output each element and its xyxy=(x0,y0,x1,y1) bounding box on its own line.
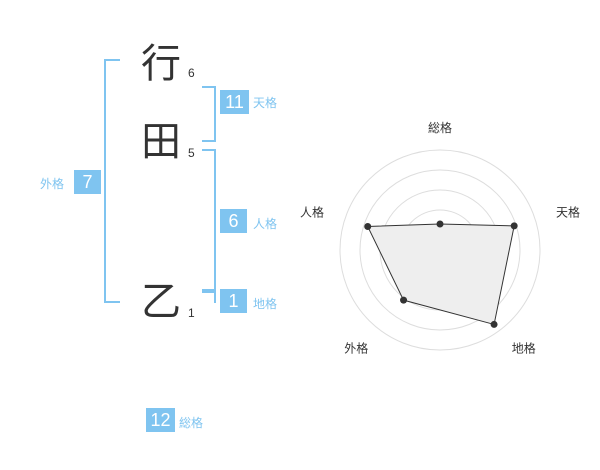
radar-axis-label-3: 外格 xyxy=(344,341,368,356)
radar-point-3 xyxy=(400,296,408,304)
radar-point-2 xyxy=(490,320,498,328)
radar-axis-label-0: 総格 xyxy=(428,120,452,135)
chikaku-value: 1 xyxy=(220,289,247,313)
stroke-count-3: 1 xyxy=(188,306,195,320)
jinkaku-label: 人格 xyxy=(253,217,278,231)
name-char-2: 田 xyxy=(141,119,181,165)
chikaku-label: 地格 xyxy=(253,297,278,311)
soukaku-value: 12 xyxy=(146,408,175,432)
stroke-count-2: 5 xyxy=(188,146,195,160)
tenkaku-value: 11 xyxy=(220,90,249,114)
name-char-1: 行 xyxy=(141,41,181,87)
tenkaku-bracket xyxy=(202,86,216,142)
radar-point-0 xyxy=(436,220,444,228)
soukaku-label: 総格 xyxy=(179,416,204,430)
tenkaku-label: 天格 xyxy=(253,96,278,110)
stroke-count-1: 6 xyxy=(188,66,195,80)
gaikaku-bracket xyxy=(104,59,120,303)
radar-axis-label-1: 天格 xyxy=(556,204,580,219)
radar-points xyxy=(364,220,518,328)
gaikaku-value: 7 xyxy=(74,170,101,194)
jinkaku-value: 6 xyxy=(220,209,247,233)
gaikaku-label: 外格 xyxy=(40,177,65,191)
radar-point-4 xyxy=(364,223,372,231)
jinkaku-bracket xyxy=(202,149,216,291)
radar-point-1 xyxy=(510,222,518,230)
radar-polygon xyxy=(366,223,515,326)
radar-grid-ring xyxy=(339,149,541,351)
chikaku-bracket xyxy=(202,291,216,303)
name-char-3: 乙 xyxy=(141,279,181,325)
radar-axis-label-2: 地格 xyxy=(512,341,536,356)
radar-axis-label-4: 人格 xyxy=(300,204,324,219)
radar-grid-ring xyxy=(359,169,521,331)
